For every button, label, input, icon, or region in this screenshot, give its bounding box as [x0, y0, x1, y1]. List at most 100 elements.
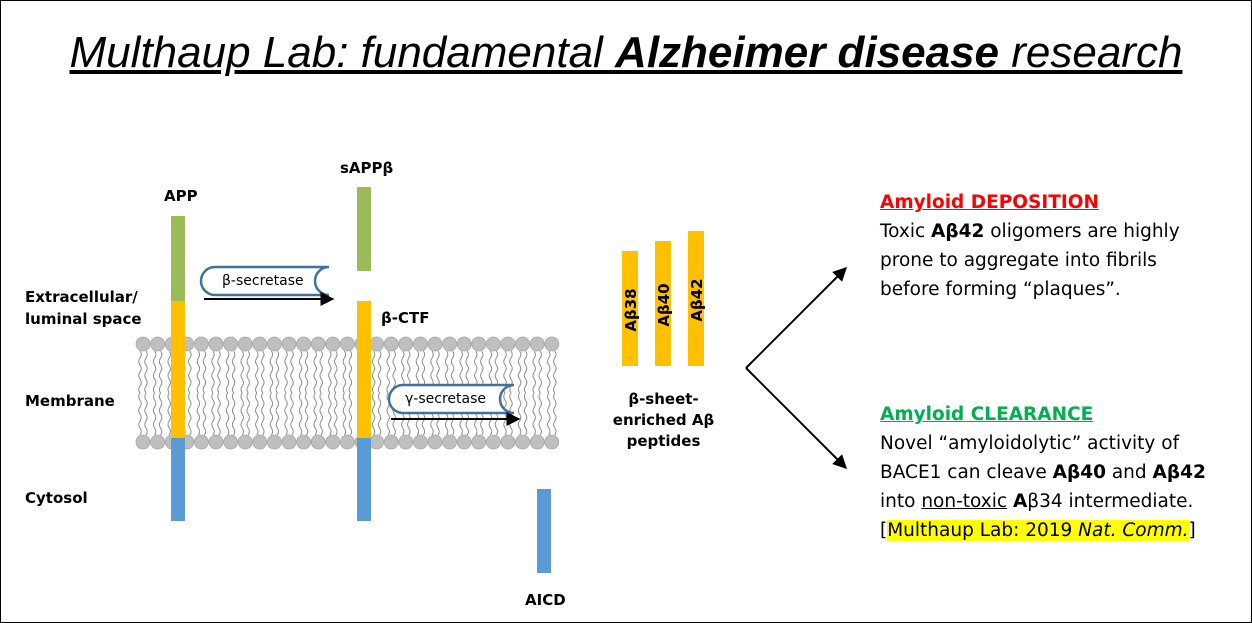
- lipid-tail: [240, 350, 244, 394]
- abeta-peptides: Aβ38 Aβ40 Aβ42: [622, 231, 706, 366]
- lipid-head: [208, 336, 224, 352]
- arrow-to-clearance: [745, 367, 847, 469]
- lipid-tail: [319, 392, 323, 436]
- lipid-tail: [255, 350, 259, 394]
- sappb-label: sAPPβ: [340, 159, 394, 177]
- lipid-head: [369, 434, 385, 450]
- lipid-tail: [313, 392, 317, 436]
- lipid-head: [193, 336, 209, 352]
- lipid-tail: [348, 392, 353, 436]
- lipid-head: [150, 434, 166, 450]
- clearance-l3-bold: A: [1012, 491, 1028, 512]
- lipid-head: [281, 434, 297, 450]
- lipid-tail: [138, 392, 142, 436]
- lipid-head: [471, 336, 487, 352]
- lipid-tail: [255, 392, 259, 436]
- lipid-head: [237, 434, 253, 450]
- lipid-tail: [517, 350, 522, 394]
- lipid-tail: [304, 392, 309, 436]
- reference-highlight: Multhaup Lab: 2019 Nat. Comm.: [887, 520, 1189, 541]
- deposition-line-3: before forming “plaques”.: [880, 279, 1121, 300]
- lipid-tail: [167, 392, 171, 436]
- app-protein: [171, 216, 185, 521]
- lipid-head: [515, 336, 530, 352]
- lipid-head: [427, 336, 443, 352]
- lipid-tails: [138, 350, 557, 436]
- membrane-label: Membrane: [25, 392, 115, 410]
- beta-ctf-label: β-CTF: [381, 309, 430, 327]
- lipid-tail: [538, 392, 542, 436]
- lipid-tail: [386, 350, 390, 394]
- lipid-tail: [290, 392, 294, 436]
- clearance-line-1: Novel “amyloidolytic” activity of: [880, 433, 1180, 454]
- lipid-head: [442, 434, 458, 450]
- sappb-fragment: [357, 187, 371, 271]
- lipid-tail: [231, 392, 236, 436]
- lipid-tail: [211, 392, 215, 436]
- lipid-tail: [377, 392, 382, 436]
- lipid-tail: [246, 392, 250, 436]
- clearance-l2-mid: and: [1105, 462, 1153, 483]
- reference-journal: Nat. Comm.: [1078, 520, 1189, 541]
- lipid-head: [500, 434, 516, 450]
- gamma-secretase-shape: [387, 383, 515, 415]
- lipid-head: [369, 336, 385, 352]
- lipid-head: [544, 336, 560, 352]
- lipid-tail: [298, 350, 303, 394]
- lipid-tail: [217, 392, 221, 436]
- lipid-tail: [158, 350, 163, 394]
- peptides-caption-line-1: β-sheet-: [628, 390, 699, 408]
- lipid-head: [266, 434, 282, 450]
- lipid-tail: [313, 350, 317, 394]
- lipid-tail: [138, 350, 142, 394]
- lipid-tail: [538, 350, 542, 394]
- lipid-head: [398, 336, 414, 352]
- lipid-head: [296, 336, 312, 352]
- lipid-head: [471, 434, 487, 450]
- beta-ctf-abeta-domain: [357, 301, 371, 438]
- lipid-head: [529, 336, 545, 352]
- lipid-head: [135, 434, 151, 450]
- deposition-line-1: Toxic Aβ42 oligomers are highly: [880, 217, 1180, 246]
- lipid-head: [296, 434, 312, 450]
- clearance-header: Amyloid CLEARANCE: [880, 404, 1094, 425]
- lipid-head: [427, 434, 443, 450]
- page-title: Multhaup Lab: fundamental Alzheimer dise…: [1, 27, 1251, 79]
- lipid-tail: [269, 350, 274, 394]
- clearance-reference: [Multhaup Lab: 2019 Nat. Comm.]: [880, 516, 1206, 545]
- lipid-tail: [275, 350, 280, 394]
- peptides-caption: β-sheet- enriched Aβ peptides: [596, 389, 731, 452]
- lipid-head: [339, 434, 355, 450]
- abeta40-bar: [655, 241, 671, 366]
- lipid-head: [325, 434, 341, 450]
- lipid-head: [544, 434, 560, 450]
- lipid-tail: [261, 392, 265, 436]
- lipid-tail: [517, 392, 522, 436]
- lipid-tail: [553, 350, 557, 394]
- lipid-tail: [371, 392, 376, 436]
- abeta38-label: Aβ38: [622, 288, 640, 331]
- lipid-head: [412, 336, 428, 352]
- lipid-tail: [240, 392, 244, 436]
- lipid-head: [442, 336, 458, 352]
- lipid-head: [208, 434, 224, 450]
- lipid-tail: [152, 350, 157, 394]
- lipid-head: [150, 336, 166, 352]
- lipid-tail: [547, 392, 551, 436]
- lipid-tail: [532, 350, 536, 394]
- lipid-tail: [523, 392, 528, 436]
- lipid-tail: [158, 392, 163, 436]
- lipid-tail: [304, 350, 309, 394]
- lipid-tail: [144, 392, 148, 436]
- lipid-tail: [231, 350, 236, 394]
- lipid-tail: [188, 350, 192, 394]
- lipid-tail: [532, 392, 536, 436]
- lipid-tail: [188, 392, 192, 436]
- deposition-header: Amyloid DEPOSITION: [880, 192, 1099, 213]
- lipid-head: [223, 336, 239, 352]
- abeta42-bar: [688, 231, 704, 366]
- clearance-block: Amyloid CLEARANCE Novel “amyloidolytic” …: [880, 400, 1206, 545]
- lipid-head: [383, 434, 399, 450]
- lipid-tail: [328, 350, 332, 394]
- clearance-line-2: BACE1 can cleave Aβ40 and Aβ42: [880, 458, 1206, 487]
